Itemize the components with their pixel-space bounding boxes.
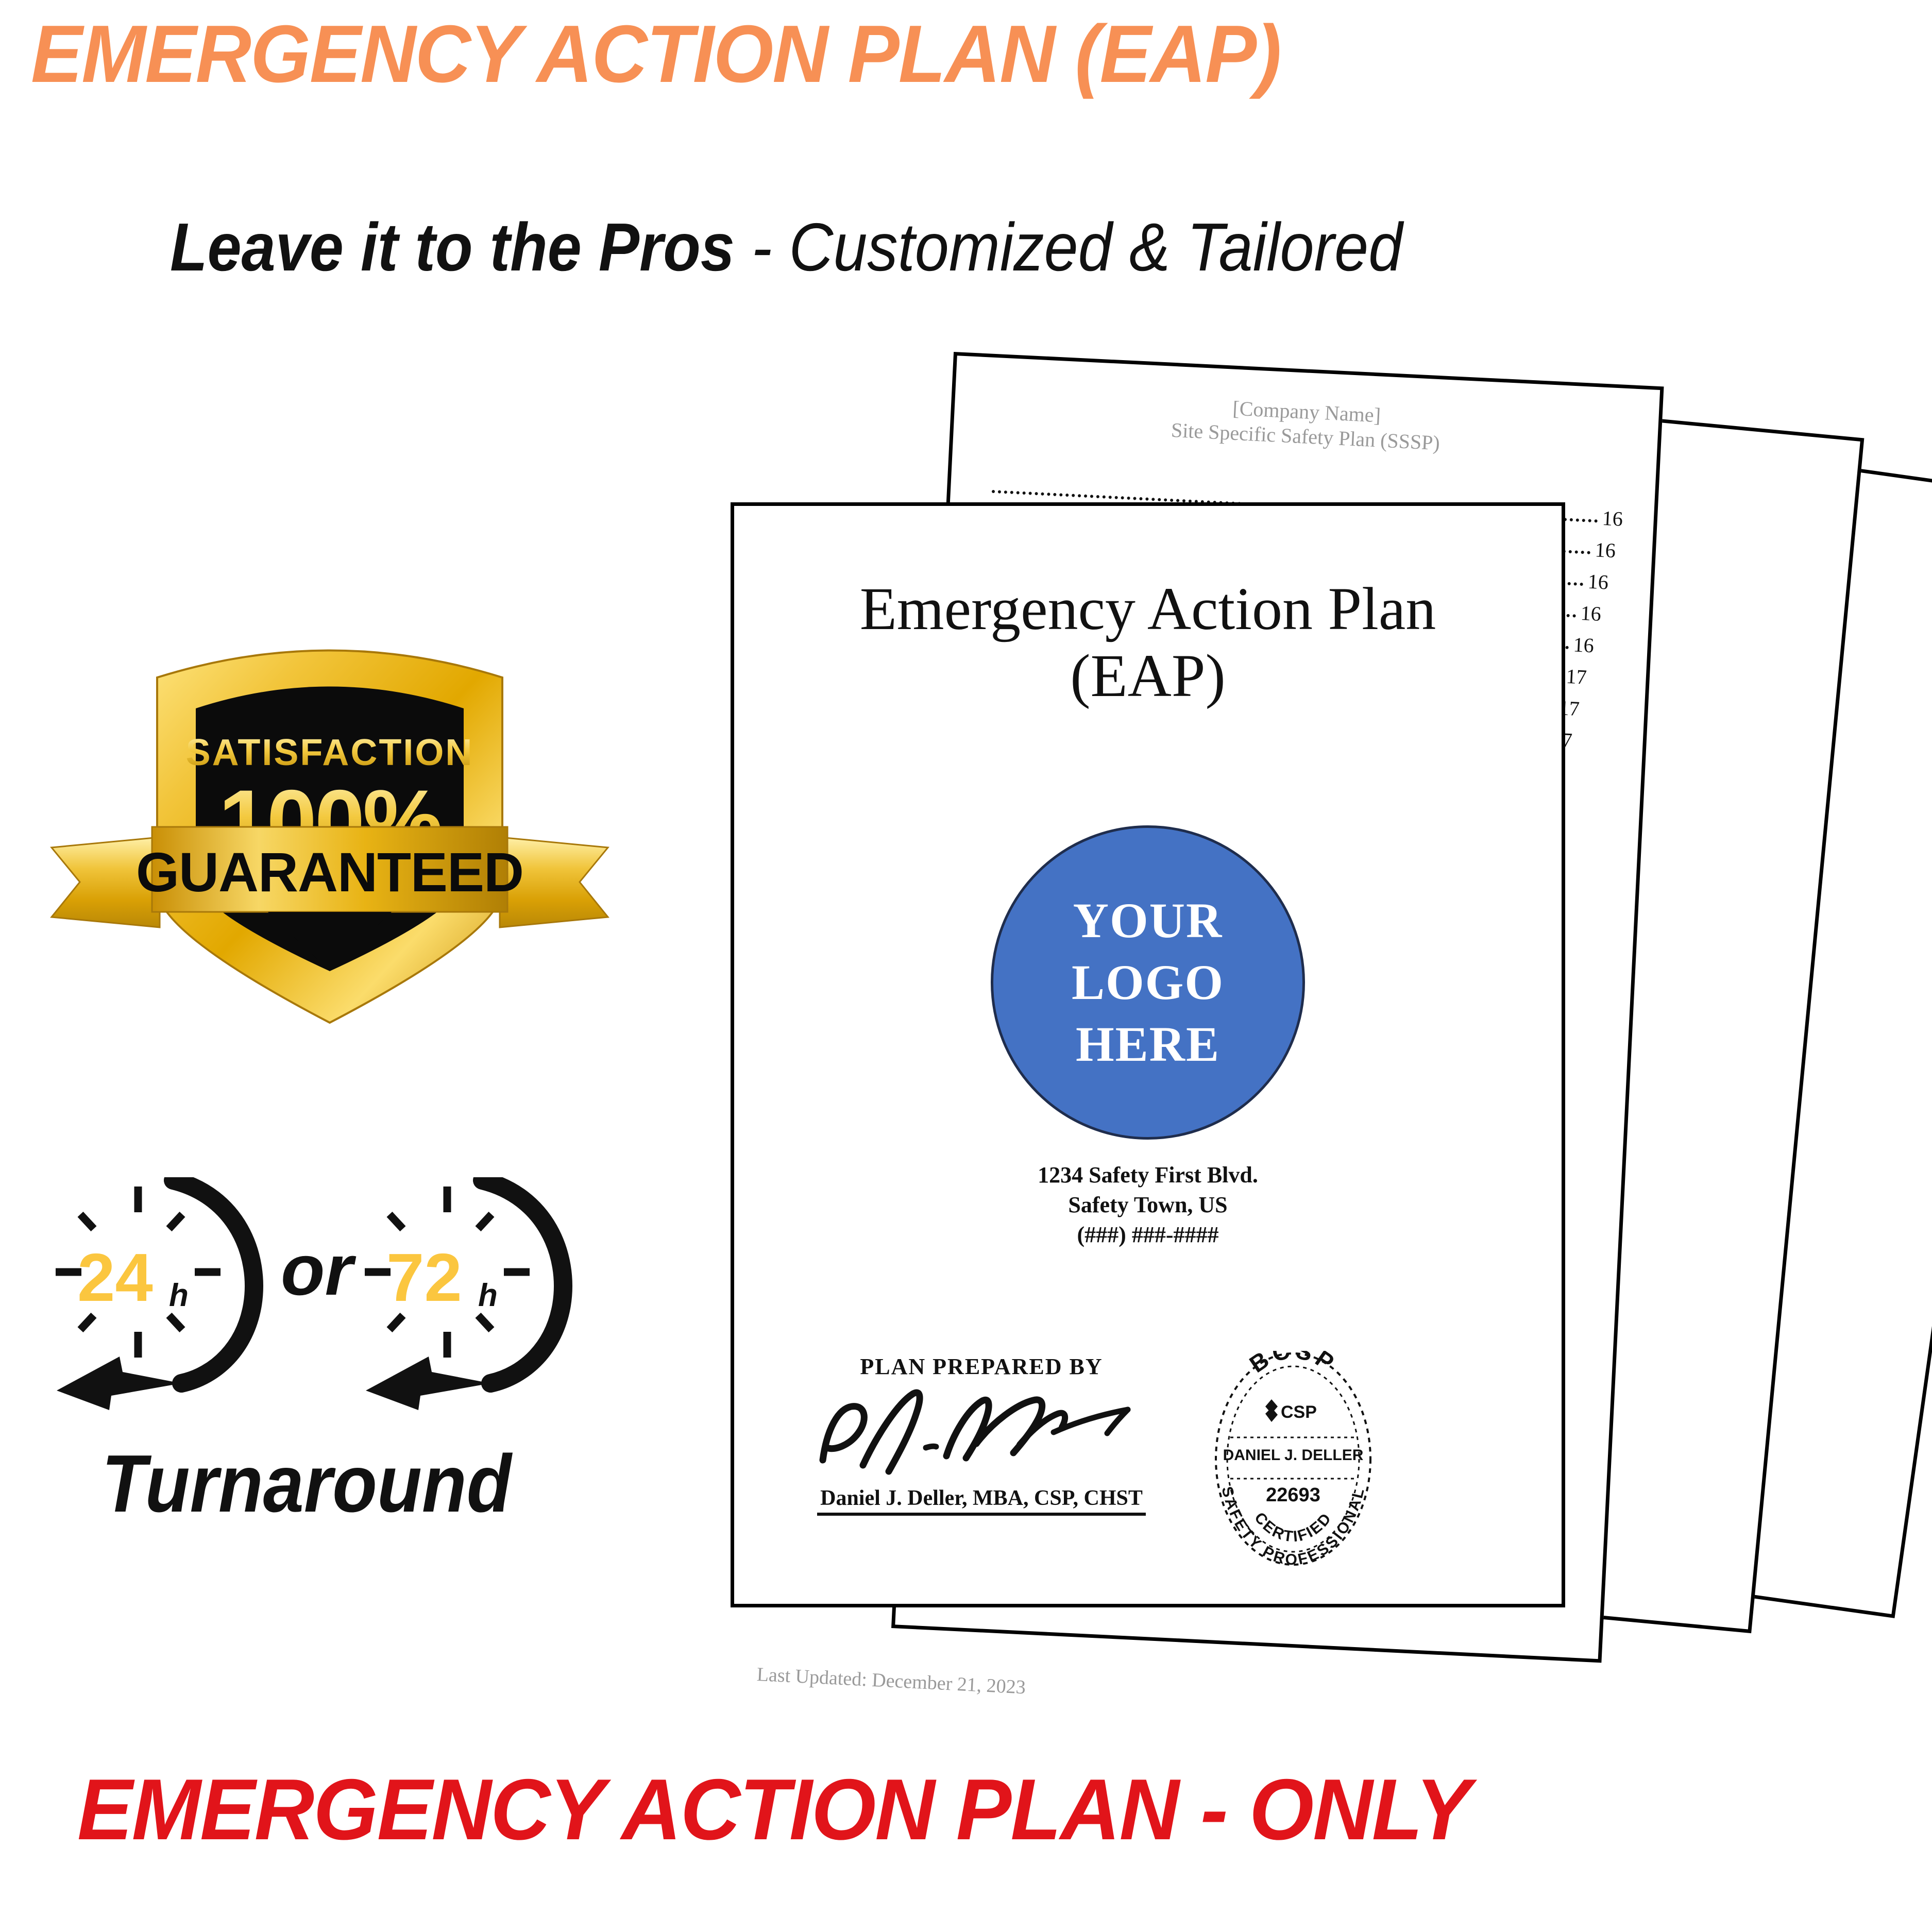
toc-page-number: 16 xyxy=(1587,569,1609,594)
eap-cover-page: Emergency Action Plan (EAP) YOUR LOGO HE… xyxy=(731,502,1565,1607)
seal-name-text: DANIEL J. DELLER xyxy=(1223,1447,1364,1464)
signature-name: Daniel J. Deller, MBA, CSP, CHST xyxy=(817,1486,1146,1516)
clock-24h-icon: 24 h xyxy=(46,1177,268,1414)
logo-placeholder: YOUR LOGO HERE xyxy=(991,825,1305,1140)
address-line-2: Safety Town, US xyxy=(1068,1192,1228,1217)
address-line-1: 1234 Safety First Blvd. xyxy=(1038,1162,1258,1188)
cover-title-line2: (EAP) xyxy=(1070,642,1226,709)
page-footer-headline: EMERGENCY ACTION PLAN - ONLY xyxy=(77,1761,1471,1858)
clock-72-value: 72 xyxy=(386,1240,462,1315)
ribbon-tail-right xyxy=(499,836,609,928)
clock-72-unit: h xyxy=(478,1278,498,1313)
seal-inner-ring xyxy=(1226,1365,1360,1553)
seal-top-arc-text: BCSP xyxy=(1245,1351,1342,1378)
toc-page-number: 16 xyxy=(1594,538,1616,563)
subtitle-light: - Customized & Tailored xyxy=(734,209,1403,285)
svg-text:CSP: CSP xyxy=(1281,1402,1317,1422)
badge-satisfaction-text: SATISFACTION xyxy=(186,732,474,773)
turnaround-label: Turnaround xyxy=(101,1438,512,1529)
last-updated-text: Last Updated: December 21, 2023 xyxy=(756,1663,1026,1699)
seal-number-text: 22693 xyxy=(1266,1484,1320,1506)
cover-title-line1: Emergency Action Plan xyxy=(859,575,1436,642)
turnaround-group: 24 h or 72 h Turnaround xyxy=(36,1177,649,1543)
signature-image xyxy=(819,1389,1131,1475)
seal-csp-mark: CSP xyxy=(1265,1399,1317,1422)
clock-72h-icon: 72 h xyxy=(355,1177,577,1414)
signature-name-line: Daniel J. Deller, MBA, CSP, CHST xyxy=(801,1486,1162,1516)
logo-line-2: LOGO xyxy=(1071,955,1225,1010)
clock-24-unit: h xyxy=(169,1278,189,1313)
document-stack: [Company Name] -####- Files [Company Nam… xyxy=(685,330,1932,1772)
bcsp-certification-seal: BCSP CSP DANIEL J. DELLER 22693 CERTIFIE… xyxy=(1206,1351,1381,1567)
logo-line-3: HERE xyxy=(1075,1016,1221,1072)
subtitle-strong: Leave it to the Pros xyxy=(170,209,735,285)
ribbon-tail-left xyxy=(50,836,161,928)
toc-page-number: 16 xyxy=(1580,601,1602,625)
satisfaction-guarantee-badge: SATISFACTION 100% GUARANTEED xyxy=(31,611,629,1043)
seal-outer-ring xyxy=(1215,1352,1371,1566)
page-title-headline: EMERGENCY ACTION PLAN (EAP) xyxy=(31,9,1281,99)
page-subtitle: Leave it to the Pros - Customized & Tail… xyxy=(170,209,1747,291)
badge-guaranteed-text: GUARANTEED xyxy=(136,841,523,903)
toc-page-number: 16 xyxy=(1601,506,1623,531)
logo-line-1: YOUR xyxy=(1073,893,1223,948)
address-line-3: (###) ###-#### xyxy=(1077,1222,1219,1247)
ribbon-band xyxy=(151,826,509,913)
cover-title: Emergency Action Plan (EAP) xyxy=(734,575,1562,709)
clock-24-value: 24 xyxy=(77,1240,153,1315)
or-separator-label: or xyxy=(281,1229,353,1310)
prepared-by-label: PLAN PREPARED BY xyxy=(860,1354,1103,1379)
shield-point-dark xyxy=(268,912,392,971)
toc-page-number: 17 xyxy=(1565,664,1587,689)
cover-address: 1234 Safety First Blvd. Safety Town, US … xyxy=(734,1160,1562,1250)
toc-page-number: 16 xyxy=(1572,633,1595,657)
prepared-by-block: PLAN PREPARED BY Daniel J. Deller, MB xyxy=(801,1353,1162,1516)
